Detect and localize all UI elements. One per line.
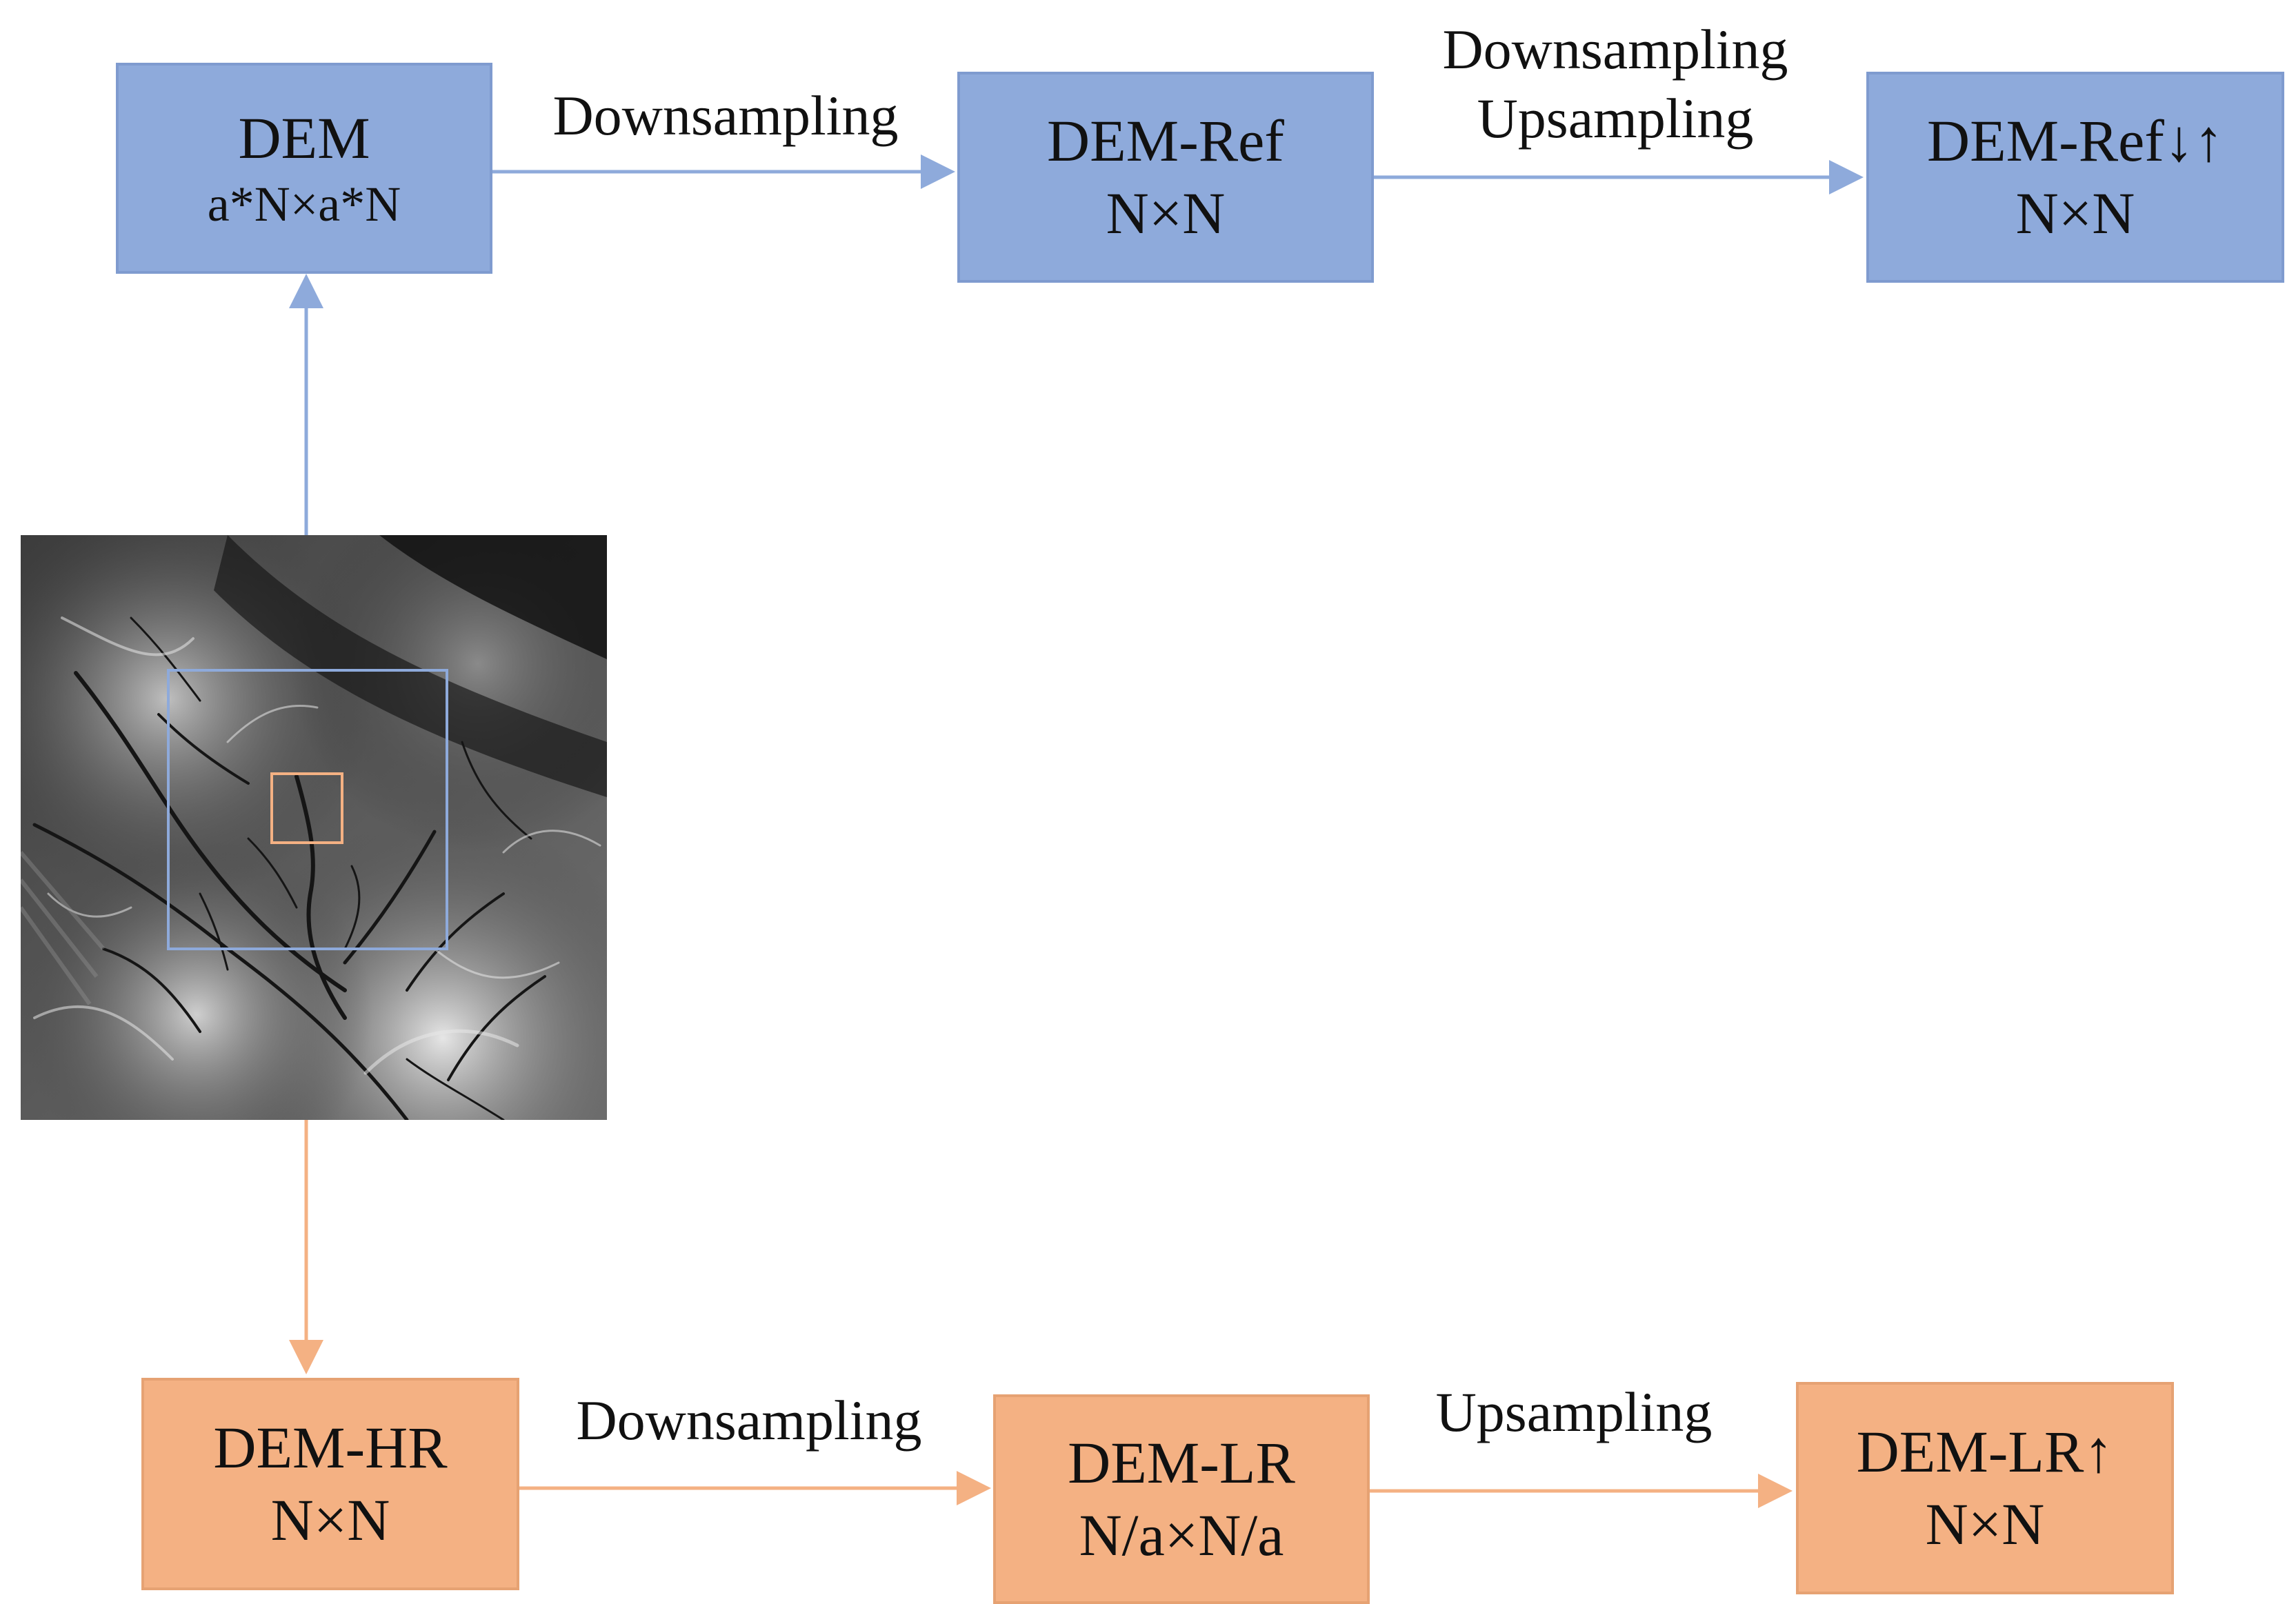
dem-box: DEM a*N×a*N <box>116 63 492 274</box>
dem-ref-downup-box-size: N×N <box>2015 180 2135 246</box>
dem-lr-up-box-title: DEM-LR↑ <box>1856 1418 2114 1485</box>
terrain-dem-image <box>21 535 607 1120</box>
dem-ref-downup-box-title: DEM-Ref↓↑ <box>1927 108 2224 174</box>
blue-selection-box <box>167 669 448 950</box>
dem-ref-downup-box: DEM-Ref↓↑ N×N <box>1866 72 2284 283</box>
dem-lr-box-title: DEM-LR <box>1068 1430 1295 1496</box>
dem-lr-box-size: N/a×N/a <box>1079 1502 1284 1568</box>
dem-hr-box-title: DEM-HR <box>213 1414 448 1481</box>
label-dem-ref-to-dem-ref-du: Downsampling Upsampling <box>1395 15 1836 153</box>
label-downsampling: Downsampling <box>1442 18 1788 81</box>
label-upsampling: Upsampling <box>1477 87 1754 150</box>
dem-hr-box-size: N×N <box>270 1487 390 1553</box>
dem-ref-box-title: DEM-Ref <box>1047 108 1284 174</box>
label-dem-to-dem-ref: Downsampling <box>552 84 899 147</box>
label-dem-hr-to-dem-lr: Downsampling <box>576 1389 922 1452</box>
label-dem-lr-to-dem-lr-up: Upsampling <box>1435 1381 1713 1443</box>
dem-hr-box: DEM-HR N×N <box>141 1378 519 1590</box>
dem-box-size: a*N×a*N <box>207 176 401 232</box>
orange-selection-box <box>270 772 343 844</box>
dem-lr-box: DEM-LR N/a×N/a <box>993 1394 1370 1604</box>
dem-ref-box-size: N×N <box>1106 180 1226 246</box>
dem-lr-up-box-size: N×N <box>1925 1491 2045 1557</box>
dem-box-title: DEM <box>238 104 370 171</box>
dem-lr-up-box: DEM-LR↑ N×N <box>1796 1382 2174 1594</box>
dem-ref-box: DEM-Ref N×N <box>957 72 1374 283</box>
